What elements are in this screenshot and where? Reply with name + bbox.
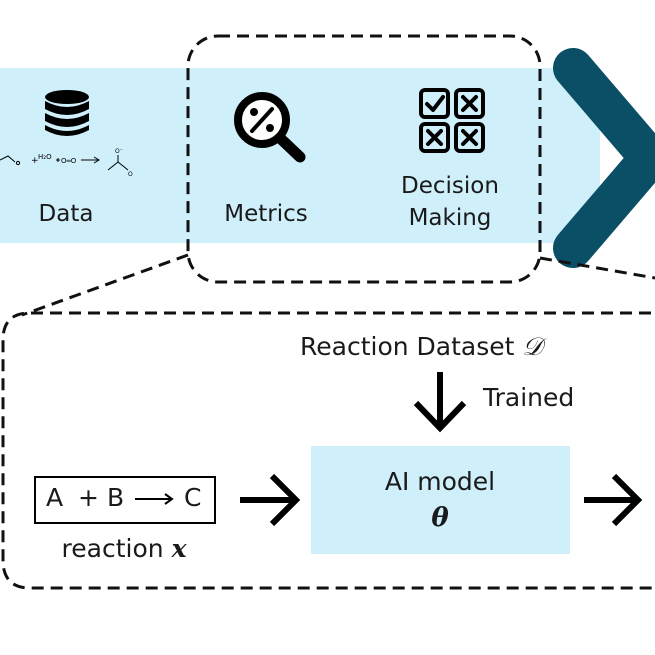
reaction-symbol: 𝒙 — [171, 534, 187, 563]
percent-magnifier-icon — [234, 92, 306, 163]
metrics-label: Metrics — [224, 201, 308, 227]
output-right-arrow — [584, 473, 643, 527]
ai-model-symbol: 𝜽 — [431, 503, 449, 533]
reaction-dataset-text: Reaction Dataset — [300, 332, 515, 361]
reaction-scheme-o-minus: O⁻ — [115, 148, 123, 155]
trained-label: Trained — [483, 383, 575, 412]
reaction-plus: + — [78, 483, 99, 512]
reaction-scheme-o: O — [128, 171, 133, 178]
reaction-label: reaction 𝒙 — [62, 533, 187, 564]
zoom-connector-left — [21, 253, 189, 317]
detail-dashed-frame — [1, 311, 655, 590]
reaction-scheme-plus-1: + — [31, 156, 39, 166]
input-right-arrow — [240, 473, 301, 527]
ai-model-box — [311, 446, 570, 554]
decision-label-line2: Making — [408, 205, 492, 231]
database-icon — [45, 90, 89, 136]
ai-model-label: AI model — [384, 467, 496, 496]
reaction-dataset-label: Reaction Dataset 𝒟 — [300, 331, 542, 362]
reaction-scheme-o2: O═O — [61, 157, 77, 165]
reaction-formula: A + B C — [35, 482, 215, 518]
zoom-connector-right — [539, 256, 655, 280]
reaction-scheme-icon — [0, 155, 129, 171]
reaction-box — [34, 476, 216, 524]
decision-making-label: Decision Making — [401, 170, 499, 234]
reaction-dataset-symbol: 𝒟 — [522, 332, 543, 361]
decision-label-line1: Decision — [401, 173, 499, 199]
data-label: Data — [38, 201, 94, 227]
reaction-scheme-water: H₂O — [38, 153, 52, 161]
product-c: C — [184, 483, 202, 512]
reactant-b: B — [107, 483, 125, 512]
reaction-box-arrow — [135, 493, 174, 505]
trained-down-arrow — [413, 372, 467, 433]
checkbox-grid-icon — [419, 88, 485, 153]
reaction-text: reaction — [61, 534, 164, 563]
reactant-a: A — [46, 483, 64, 512]
chevron-right-icon — [553, 48, 655, 268]
